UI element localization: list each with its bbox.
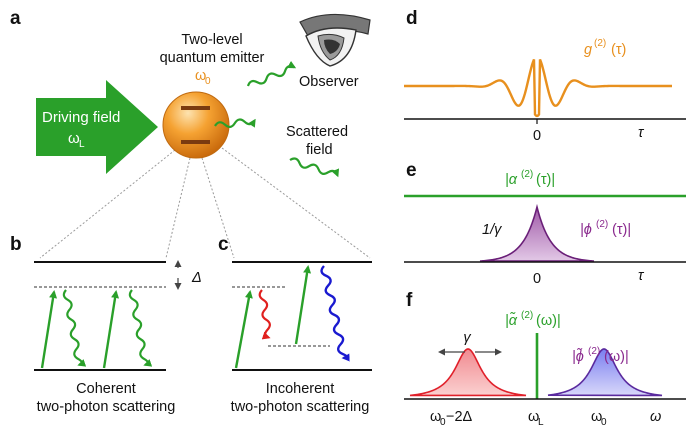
e-axis-label: τ bbox=[638, 268, 645, 284]
phi2-omega-symbol: |ϕ̃ bbox=[572, 348, 584, 365]
phi2-tau-arg: (τ)| bbox=[612, 222, 631, 238]
f-tick-omegaL: ω L bbox=[528, 409, 544, 428]
scattered-label-line2: field bbox=[306, 142, 333, 158]
b-emission-wave-2 bbox=[128, 289, 153, 367]
f-axis-label: ω bbox=[650, 409, 661, 425]
gamma-label: γ bbox=[463, 330, 471, 346]
width-label: 1/γ bbox=[482, 222, 502, 238]
tick1-rest: −2Δ bbox=[446, 409, 473, 425]
driving-freq-symbol: ω bbox=[68, 130, 80, 147]
emitter-upper-level bbox=[181, 106, 210, 110]
emitter-title-line2: quantum emitter bbox=[160, 50, 265, 66]
emitter-freq-symbol: ω bbox=[195, 68, 206, 84]
c-caption-line2: two-photon scattering bbox=[231, 399, 370, 415]
b-caption-line1: Coherent bbox=[76, 381, 136, 397]
panel-f: f γ |α̃ (2) (ω)| |ϕ̃ (2) (ω)| ω 0 −2Δ ω bbox=[404, 290, 686, 428]
c-emission-wave-blue bbox=[320, 265, 350, 362]
photon-to-observer bbox=[246, 60, 297, 87]
panel-b-letter: b bbox=[10, 234, 22, 255]
quantum-emitter-sphere bbox=[162, 91, 230, 159]
phi2-omega-sup: (2) bbox=[588, 346, 600, 357]
panel-d: d 0 τ g (2) (τ) bbox=[404, 8, 686, 144]
observer-label: Observer bbox=[299, 74, 359, 90]
panel-c: c Incoherent two-photon scattering bbox=[218, 234, 372, 415]
phi2-tau-label: |ϕ (2) (τ)| bbox=[580, 219, 631, 238]
emitter-frequency-label: ω 0 bbox=[195, 68, 211, 87]
panel-a: a Two-level quantum emitter ω 0 Driving … bbox=[10, 8, 371, 259]
observer-eye-icon bbox=[299, 13, 371, 67]
detuning-marker: Δ bbox=[174, 260, 202, 290]
alpha2-omega-label: |α̃ (2) (ω)| bbox=[505, 310, 561, 329]
b-caption-line2: two-photon scattering bbox=[37, 399, 176, 415]
panel-c-letter: c bbox=[218, 234, 229, 255]
phi2-tau-peak bbox=[479, 203, 595, 262]
phi2-omega-arg: (ω)| bbox=[604, 349, 629, 365]
photon-scattered-2 bbox=[289, 157, 340, 178]
phi2-tau-symbol: |ϕ bbox=[580, 222, 592, 238]
g2-label-arg: (τ) bbox=[611, 42, 626, 58]
panel-b: b Δ Coherent two-photon scattering bbox=[10, 234, 202, 415]
gamma-width-marker: γ bbox=[438, 330, 502, 356]
g2-label-symbol: g bbox=[584, 42, 592, 58]
b-emission-wave-1 bbox=[62, 289, 87, 367]
alpha2-omega-sup: (2) bbox=[521, 310, 533, 321]
alpha2-tau-label: |α (2) (τ)| bbox=[505, 169, 555, 188]
projection-lines bbox=[39, 147, 371, 259]
c-emission-wave-red bbox=[258, 289, 271, 340]
b-absorption-arrow-2 bbox=[102, 290, 120, 369]
tick2-sub: L bbox=[538, 417, 544, 428]
emitter-lower-level bbox=[181, 140, 210, 144]
tick1-symbol: ω bbox=[430, 409, 441, 425]
c-absorption-arrow-1 bbox=[234, 290, 253, 369]
tick3-symbol: ω bbox=[591, 409, 602, 425]
panel-f-letter: f bbox=[406, 290, 413, 311]
f-tick-omega0: ω 0 bbox=[591, 409, 607, 428]
alpha2-omega-symbol: |α̃ bbox=[505, 312, 518, 329]
alpha2-tau-symbol: |α bbox=[505, 172, 518, 188]
panel-d-letter: d bbox=[406, 8, 418, 29]
alpha2-tau-sup: (2) bbox=[521, 169, 533, 180]
blue-sideband-peak bbox=[547, 348, 663, 397]
tick2-symbol: ω bbox=[528, 409, 539, 425]
red-sideband-peak bbox=[409, 348, 527, 397]
driving-field-arrow bbox=[36, 80, 158, 174]
d-zero-label: 0 bbox=[533, 128, 541, 144]
tick1-sub: 0 bbox=[440, 417, 446, 428]
g2-curve bbox=[404, 59, 672, 118]
c-absorption-arrow-2 bbox=[294, 265, 312, 345]
scattered-label-line1: Scattered bbox=[286, 124, 348, 140]
phi2-omega-label: |ϕ̃ (2) (ω)| bbox=[572, 346, 629, 365]
alpha2-tau-arg: (τ)| bbox=[536, 172, 555, 188]
g2-label-sup: (2) bbox=[594, 38, 606, 49]
alpha2-omega-arg: (ω)| bbox=[536, 313, 561, 329]
g2-label: g (2) (τ) bbox=[584, 38, 626, 58]
emitter-freq-sub: 0 bbox=[205, 76, 211, 87]
emitter-title-line1: Two-level bbox=[181, 32, 242, 48]
panel-a-letter: a bbox=[10, 8, 21, 29]
driving-freq-sub: L bbox=[79, 139, 85, 150]
photon-scattered-1 bbox=[214, 118, 256, 128]
b-absorption-arrow-1 bbox=[40, 290, 58, 369]
panel-e: e 0 τ |α (2) (τ)| |ϕ (2) (τ)| 1/γ bbox=[404, 160, 686, 287]
panel-e-letter: e bbox=[406, 160, 417, 181]
c-caption-line1: Incoherent bbox=[266, 381, 335, 397]
d-axis-label: τ bbox=[638, 125, 645, 141]
detuning-label: Δ bbox=[191, 270, 202, 286]
driving-field-label: Driving field bbox=[42, 109, 120, 126]
phi2-tau-sup: (2) bbox=[596, 219, 608, 230]
e-zero-label: 0 bbox=[533, 271, 541, 287]
tick3-sub: 0 bbox=[601, 417, 607, 428]
f-tick-omega0-minus-2delta: ω 0 −2Δ bbox=[430, 409, 473, 428]
